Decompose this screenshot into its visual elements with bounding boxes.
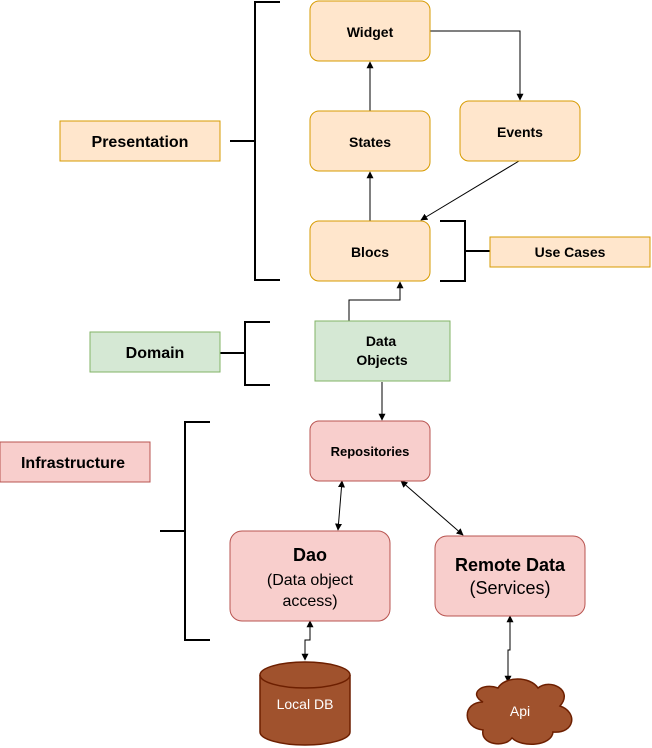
repositories-node-text: Repositories [331,444,410,459]
infrastructure-label: Infrastructure [0,441,151,483]
use-cases-bracket [440,220,490,282]
arrow-events-to-blocs [420,160,520,221]
dao-title: Dao [293,545,327,565]
arrow-remote-api [504,615,514,683]
dao-subtitle-line1: (Data object [267,572,354,589]
blocs-node-text: Blocs [351,244,389,260]
dao-subtitle-line2: access) [282,593,337,610]
remote-data-subtitle: (Services) [469,578,550,598]
presentation-label-text: Presentation [92,134,189,151]
data-objects-node: Data Objects [314,320,451,382]
remote-data-node: Remote Data (Services) [434,535,586,617]
widget-node-text: Widget [347,24,394,40]
api-cloud-node: Api [466,678,573,745]
arrow-dao-localdb [301,620,314,661]
domain-label-text: Domain [126,345,185,362]
use-cases-label: Use Cases [489,236,651,268]
local-db-node: Local DB [259,661,351,746]
remote-data-title: Remote Data [455,555,566,575]
widget-node: Widget [309,0,431,62]
blocs-node: Blocs [309,220,431,282]
arrow-widget-to-events [430,30,524,101]
infrastructure-label-text: Infrastructure [21,455,125,472]
infrastructure-bracket [160,421,210,641]
arrow-dataobjects-to-blocs [348,281,404,321]
data-objects-line2: Objects [356,352,408,368]
domain-label: Domain [89,331,221,373]
data-objects-line1: Data [366,333,397,349]
arrow-repositories-dao [335,480,345,531]
api-text: Api [510,703,530,719]
domain-bracket [220,321,270,386]
states-node: States [309,110,431,172]
states-node-text: States [349,134,391,150]
local-db-text: Local DB [277,696,334,712]
use-cases-label-text: Use Cases [535,244,606,260]
events-node: Events [459,100,581,162]
events-node-text: Events [497,124,543,140]
dao-node: Dao (Data object access) [229,530,391,622]
repositories-node: Repositories [309,420,431,482]
arrow-repositories-remote [400,480,464,536]
presentation-label: Presentation [59,120,221,162]
presentation-bracket [230,1,280,281]
